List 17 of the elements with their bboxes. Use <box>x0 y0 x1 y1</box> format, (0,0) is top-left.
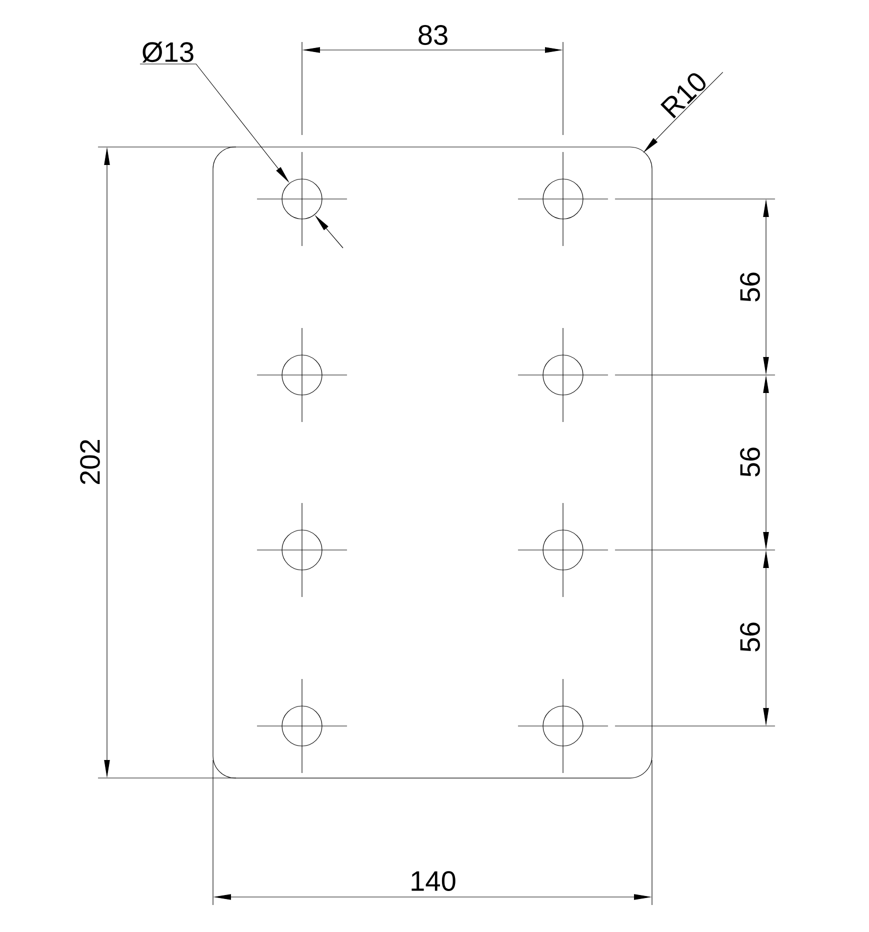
dimension-text: 202 <box>80 440 100 484</box>
dimension-text: 140 <box>412 871 456 891</box>
hole-circle <box>282 354 322 396</box>
hole-circle <box>542 354 584 396</box>
hole-circle <box>282 706 322 746</box>
dimension-text: 56 <box>740 622 760 652</box>
hole-circle <box>542 530 584 570</box>
dimension-text: Ø13 <box>142 42 194 63</box>
dimension-text: 56 <box>740 448 760 477</box>
dimension-text: 83 <box>418 25 448 45</box>
hole-circle <box>542 178 584 220</box>
hole-circle <box>282 178 322 220</box>
hole-circle <box>282 530 322 570</box>
dimension-text: R10 <box>660 73 706 118</box>
hole-circle <box>542 706 584 746</box>
dimension-text: 56 <box>740 272 760 302</box>
plate-outline <box>212 146 652 778</box>
